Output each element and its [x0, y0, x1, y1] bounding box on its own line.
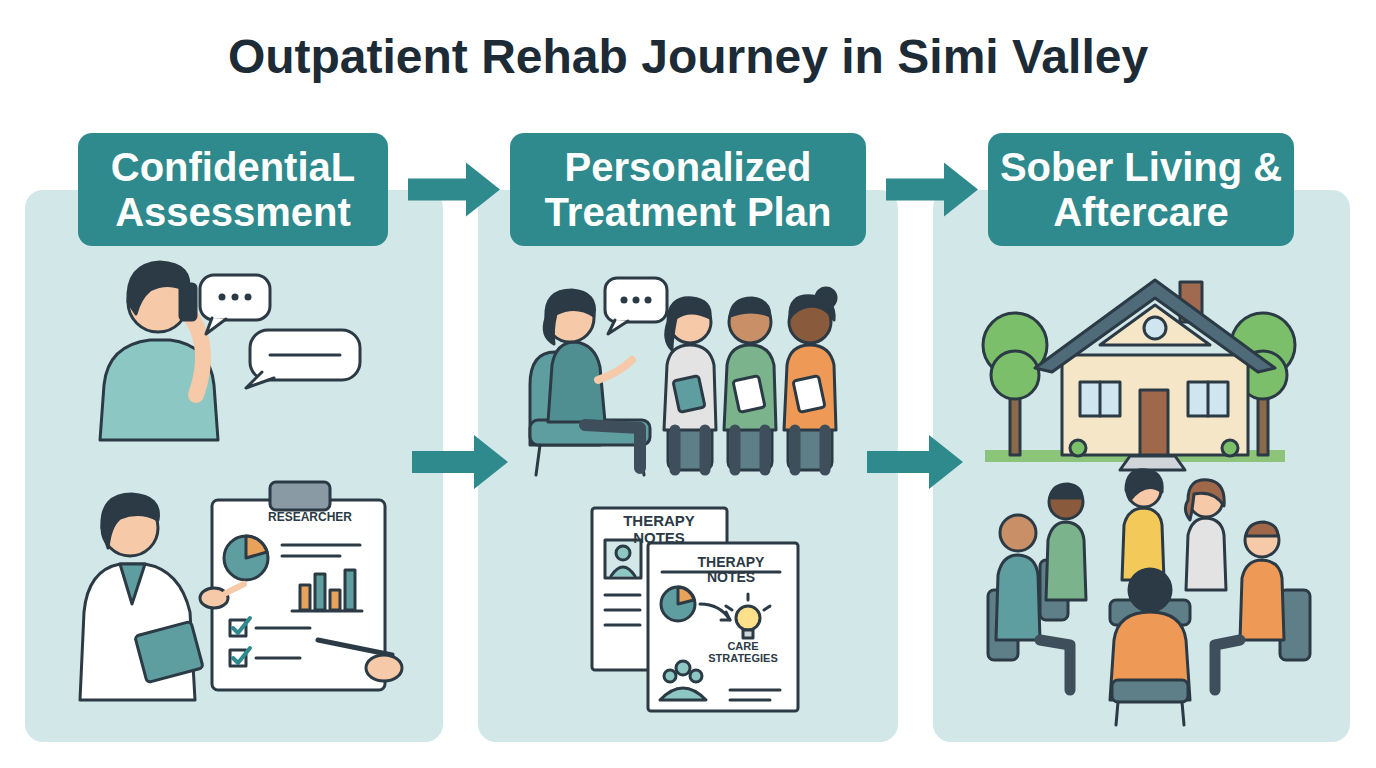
flow-arrow	[408, 163, 500, 217]
flow-arrow	[412, 435, 508, 489]
illustration-label: CARE STRATEGIES	[698, 640, 788, 664]
illustration-label: RESEARCHER	[262, 511, 358, 524]
diagram-title: Outpatient Rehab Journey in Simi Valley	[0, 28, 1376, 86]
illustration-label: THERAPY NOTES	[672, 555, 790, 586]
stage-header: ConfidentiaL Assessment	[78, 133, 388, 246]
stage-header: Sober Living & Aftercare	[988, 133, 1294, 246]
stage-header: Personalized Treatment Plan	[510, 133, 866, 246]
flow-arrow	[886, 163, 978, 217]
illustration-label: THERAPY NOTES	[596, 513, 722, 546]
flow-arrow	[867, 435, 963, 489]
